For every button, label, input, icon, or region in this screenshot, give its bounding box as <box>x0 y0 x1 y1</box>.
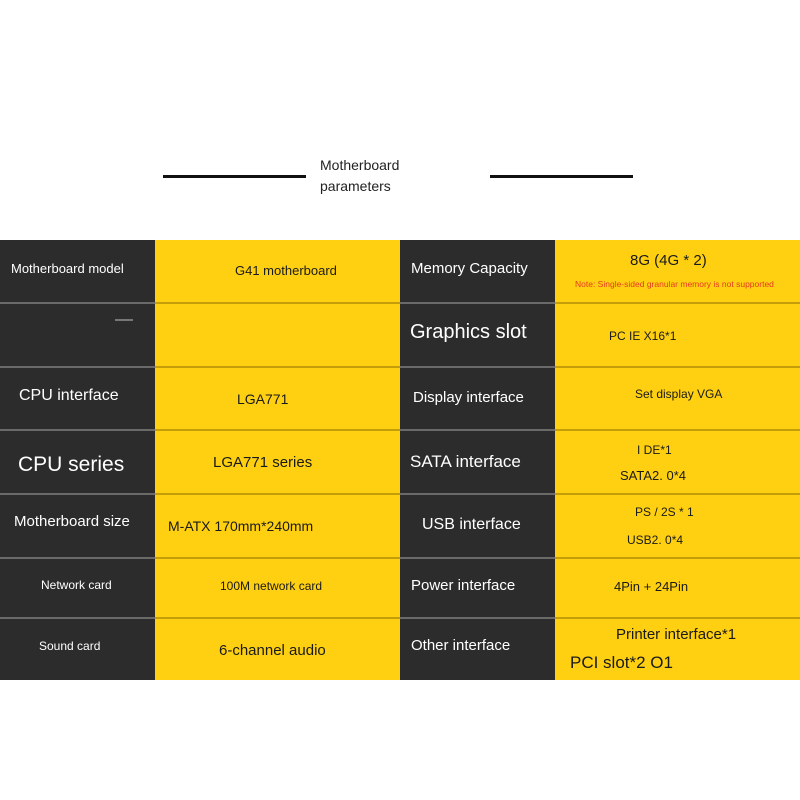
row-divider <box>0 302 155 304</box>
spec-label: SATA interface <box>410 452 521 471</box>
spec-value-line2: SATA2. 0*4 <box>620 468 686 483</box>
spec-table: Motherboard model G41 motherboard Memory… <box>0 240 800 680</box>
page-title-line1: Motherboard <box>320 157 400 173</box>
spec-label-cell: Memory Capacity <box>400 240 555 303</box>
spec-label: Motherboard model <box>11 261 124 276</box>
row-divider <box>400 366 555 368</box>
row-divider <box>0 557 155 559</box>
spec-value-cell: PS / 2S * 1 USB2. 0*4 <box>555 494 800 558</box>
page-title-line2: parameters <box>320 178 391 194</box>
row-divider <box>155 557 400 559</box>
spec-label: CPU series <box>18 453 125 476</box>
spec-value-cell: LGA771 <box>155 367 400 430</box>
row-divider <box>400 617 555 619</box>
spec-value: LGA771 series <box>213 454 313 471</box>
spec-label: Other interface <box>411 637 511 654</box>
spec-value-cell: Printer interface*1 PCI slot*2 O1 <box>555 618 800 680</box>
spec-value: 8G (4G * 2) <box>630 252 707 269</box>
spec-value: PC IE X16*1 <box>609 329 677 343</box>
row-divider <box>400 302 555 304</box>
spec-label-cell: Graphics slot <box>400 303 555 367</box>
spec-label-cell: Motherboard size <box>0 494 155 558</box>
spec-value-cell: I DE*1 SATA2. 0*4 <box>555 430 800 494</box>
spec-label: Network card <box>41 578 112 592</box>
spec-label-cell: SATA interface <box>400 430 555 494</box>
row-divider <box>555 557 800 559</box>
spec-value-line1: PS / 2S * 1 <box>635 505 694 519</box>
spec-value: LGA771 <box>237 391 289 407</box>
spec-label: Display interface <box>413 389 524 406</box>
spec-label-cell: CPU series <box>0 430 155 494</box>
header-divider-right <box>490 175 633 178</box>
header-divider-left <box>163 175 306 178</box>
row-divider <box>555 617 800 619</box>
spec-value-cell: PC IE X16*1 <box>555 303 800 367</box>
spec-value-line1: I DE*1 <box>637 443 672 457</box>
spec-label-cell: Power interface <box>400 558 555 618</box>
row-divider <box>555 493 800 495</box>
spec-label: USB interface <box>422 516 521 533</box>
row-divider <box>555 366 800 368</box>
row-divider <box>400 493 555 495</box>
spec-value-line2: PCI slot*2 O1 <box>570 653 673 672</box>
spec-label-cell: Other interface <box>400 618 555 680</box>
row-divider <box>155 493 400 495</box>
spec-value-line1: Printer interface*1 <box>616 626 737 643</box>
spec-value-cell: G41 motherboard <box>155 240 400 303</box>
spec-label-cell: USB interface <box>400 494 555 558</box>
page-title: Motherboard parameters <box>320 155 470 197</box>
spec-label-cell: Motherboard model <box>0 240 155 303</box>
row-divider <box>0 493 155 495</box>
spec-label: Sound card <box>39 639 101 653</box>
spec-value-cell: LGA771 series <box>155 430 400 494</box>
row-divider <box>0 429 155 431</box>
row-divider <box>155 429 400 431</box>
row-divider <box>400 429 555 431</box>
spec-label: CPU interface <box>19 387 119 404</box>
spec-value: Set display VGA <box>635 387 723 401</box>
spec-value-cell: Set display VGA <box>555 367 800 430</box>
spec-value-cell: 6-channel audio <box>155 618 400 680</box>
row-divider <box>400 557 555 559</box>
spec-label: Motherboard size <box>14 513 130 530</box>
spec-label: Graphics slot <box>410 321 527 343</box>
row-divider <box>155 302 400 304</box>
spec-value: G41 motherboard <box>235 263 337 278</box>
spec-note: Note: Single-sided granular memory is no… <box>575 279 774 289</box>
row-divider <box>155 617 400 619</box>
spec-value: 6-channel audio <box>219 642 326 659</box>
spec-label-cell <box>0 303 155 367</box>
spec-value: 4Pin + 24Pin <box>614 579 689 594</box>
spec-value-cell <box>155 303 400 367</box>
spec-value: M-ATX 170mm*240mm <box>168 518 314 534</box>
placeholder-dash <box>115 319 133 321</box>
spec-value-cell: M-ATX 170mm*240mm <box>155 494 400 558</box>
spec-value: 100M network card <box>220 579 323 593</box>
row-divider <box>555 302 800 304</box>
spec-value-cell: 100M network card <box>155 558 400 618</box>
row-divider <box>555 429 800 431</box>
spec-value-line2: USB2. 0*4 <box>627 533 684 547</box>
row-divider <box>155 366 400 368</box>
spec-label-cell: Sound card <box>0 618 155 680</box>
spec-label: Power interface <box>411 577 516 594</box>
row-divider <box>0 366 155 368</box>
spec-label-cell: Network card <box>0 558 155 618</box>
spec-label-cell: Display interface <box>400 367 555 430</box>
spec-label: Memory Capacity <box>411 260 528 277</box>
spec-label-cell: CPU interface <box>0 367 155 430</box>
row-divider <box>0 617 155 619</box>
spec-value-cell: 8G (4G * 2) Note: Single-sided granular … <box>555 240 800 303</box>
spec-value-cell: 4Pin + 24Pin <box>555 558 800 618</box>
